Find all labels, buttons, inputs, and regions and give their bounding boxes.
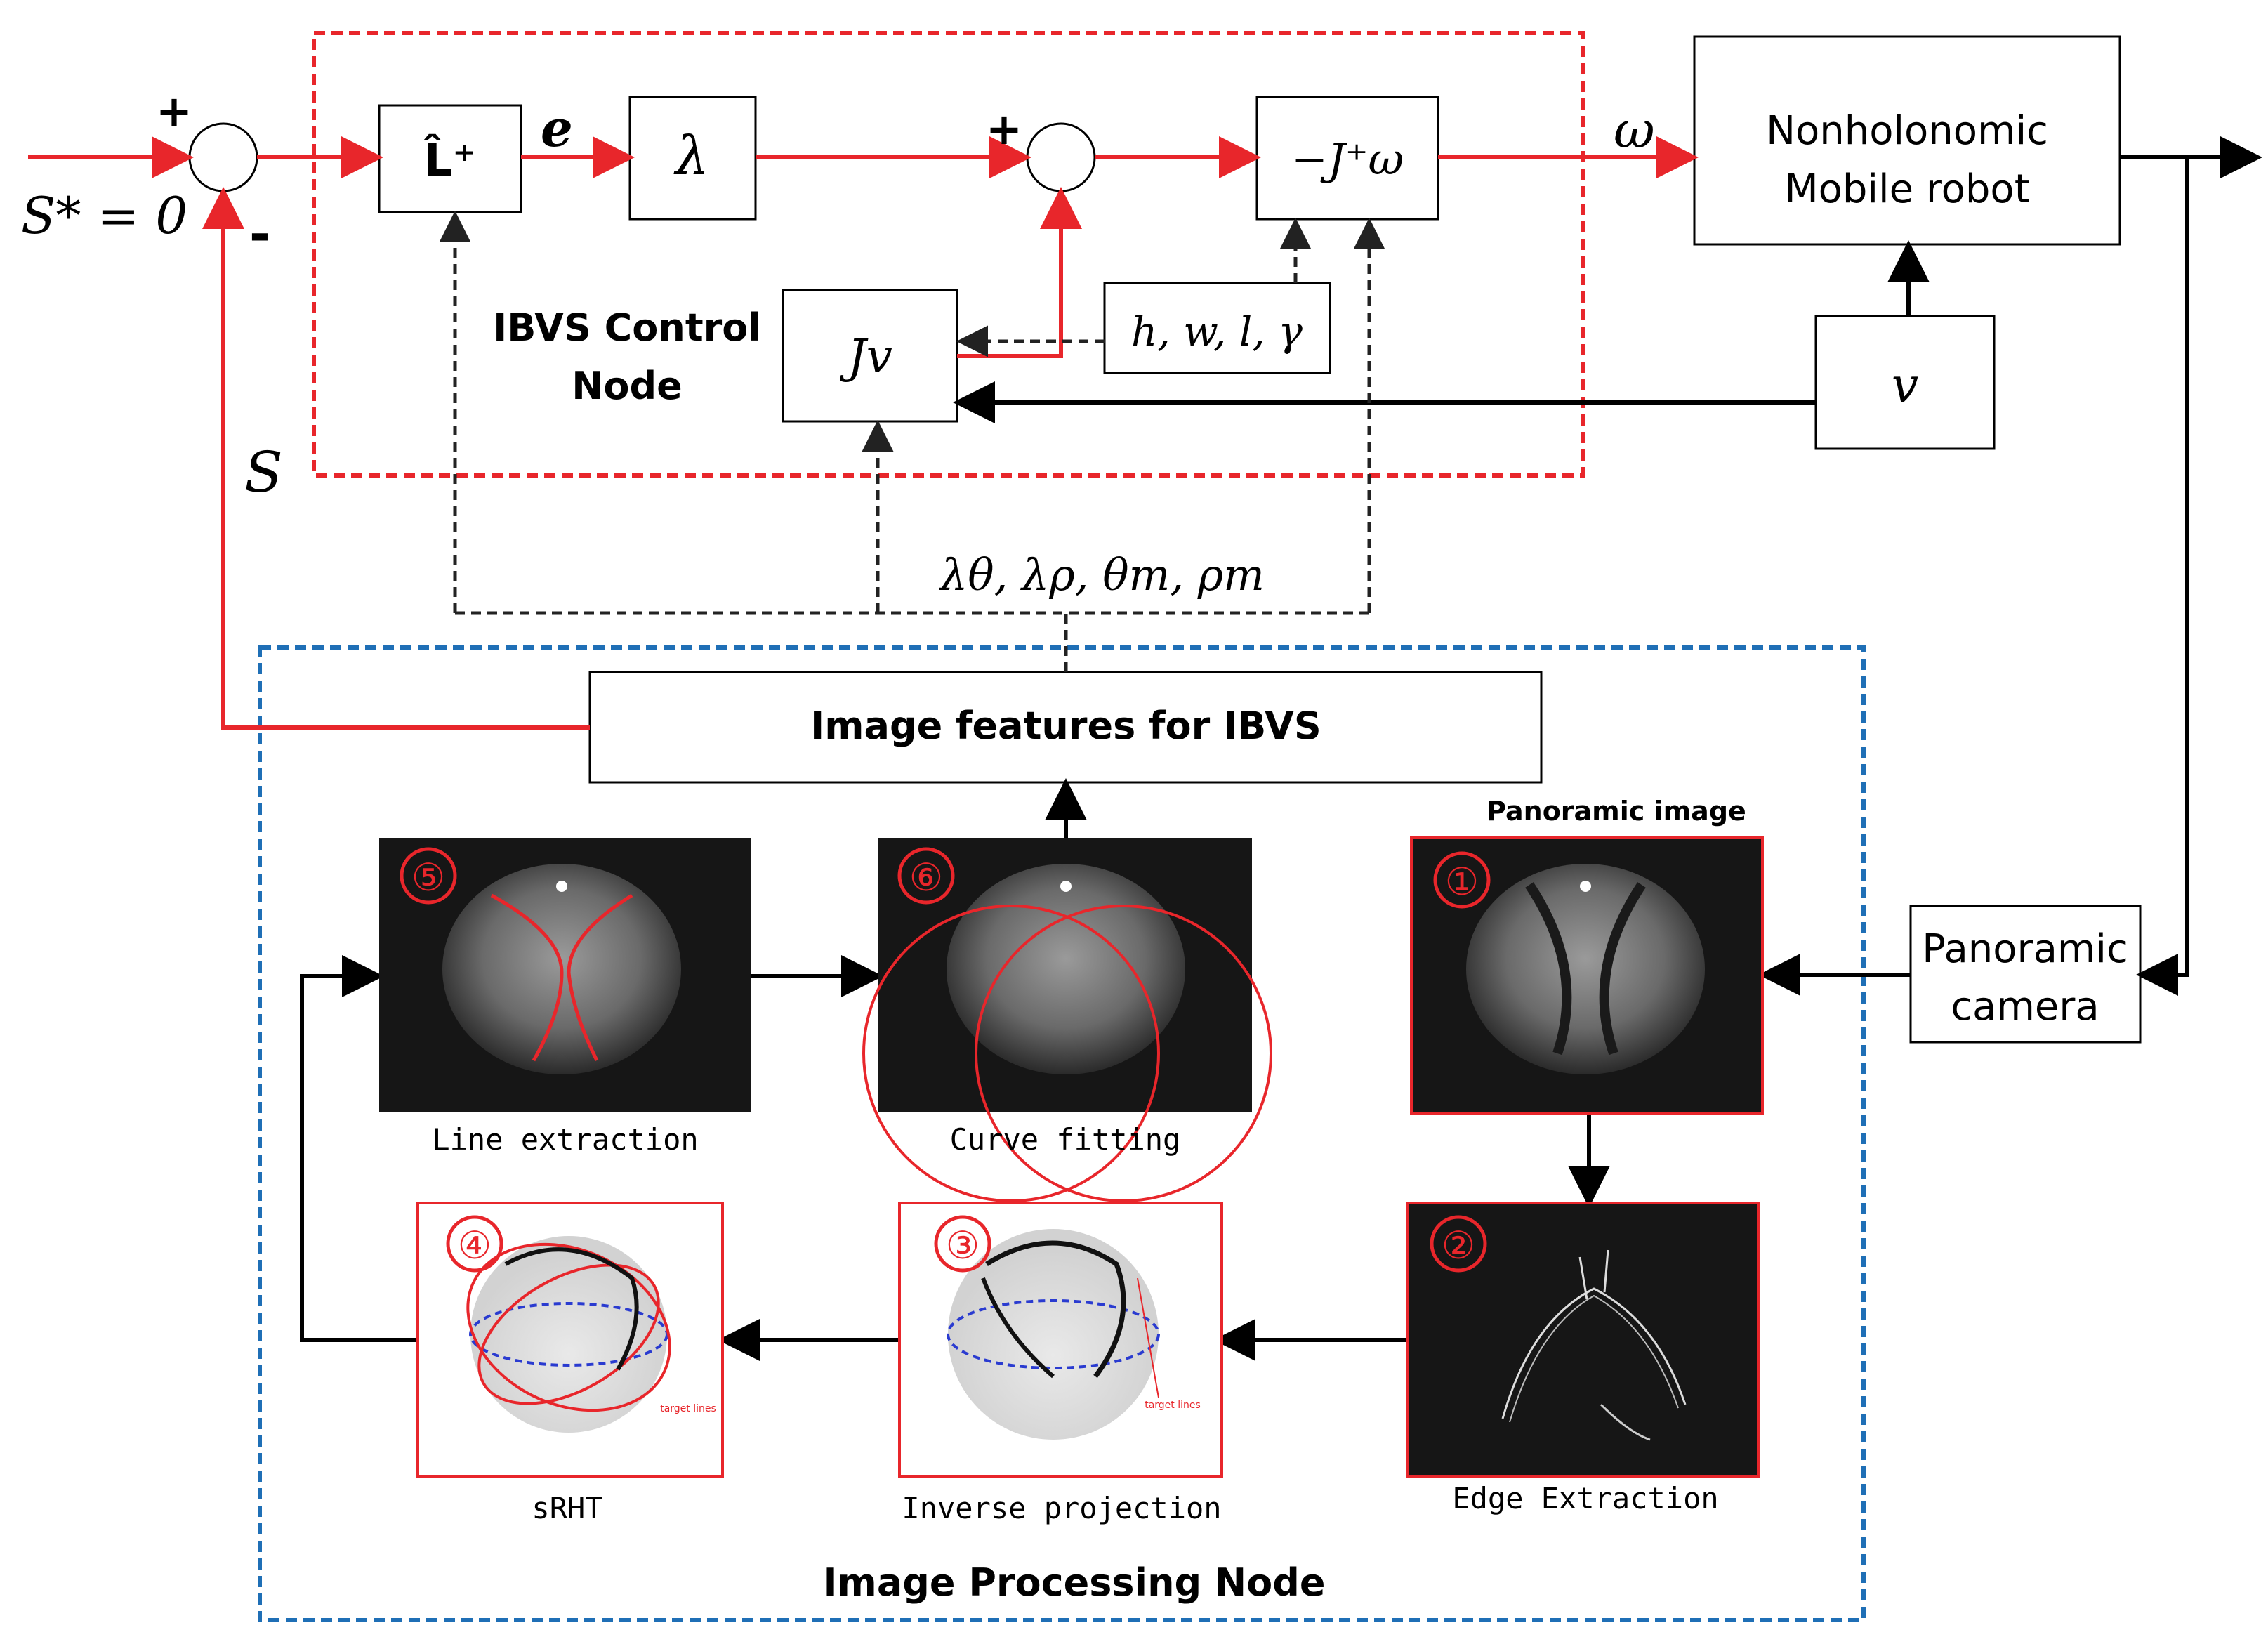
block-params bbox=[1103, 282, 1331, 374]
v-label: v bbox=[1892, 358, 1918, 414]
j-v-label: Jv bbox=[839, 329, 892, 383]
camera-label-line1: Panoramic bbox=[1922, 926, 2128, 972]
step2-caption: Edge Extraction bbox=[1452, 1481, 1718, 1516]
step4-badge-number: ④ bbox=[458, 1223, 492, 1268]
step3-target-lines-annotation: target lines bbox=[1145, 1400, 1201, 1411]
step5-line-extraction-image bbox=[379, 838, 751, 1112]
ibvs-title-line2: Node bbox=[572, 364, 683, 408]
ibvs-control-node-frame bbox=[312, 31, 1585, 478]
l-hat-plus-label: L̂⁺ bbox=[424, 133, 477, 187]
robot-label-line2: Mobile robot bbox=[1784, 166, 2029, 212]
error-e-label: e bbox=[541, 98, 573, 158]
j-omega-label: −J⁺ω bbox=[1291, 133, 1404, 185]
robot-to-camera-arrow bbox=[2136, 157, 2189, 996]
sum1-plus-sign: + bbox=[156, 86, 192, 137]
step2-badge-number: ② bbox=[1442, 1223, 1475, 1268]
panoramic-image-label: Panoramic image bbox=[1486, 796, 1746, 827]
step3-badge-number: ③ bbox=[946, 1223, 980, 1268]
jv-arrow-to-sum bbox=[957, 187, 1082, 358]
block-panoramic-camera bbox=[1909, 905, 2142, 1044]
step5-badge: ⑤ bbox=[400, 847, 457, 905]
ibvs-title-line1: IBVS Control bbox=[493, 305, 761, 350]
step1-panoramic-image bbox=[1410, 836, 1764, 1115]
step5-badge-number: ⑤ bbox=[411, 855, 445, 900]
image-features-label: Image features for IBVS bbox=[810, 704, 1321, 748]
sum2-plus-sign: + bbox=[986, 103, 1022, 155]
step2-badge: ② bbox=[1430, 1215, 1487, 1273]
camera-label-line2: camera bbox=[1951, 984, 2099, 1030]
step6-caption: Curve fitting bbox=[950, 1122, 1181, 1157]
step3-inverse-projection-plot: target lines bbox=[898, 1202, 1223, 1478]
feedback-s-arrow bbox=[202, 187, 590, 730]
step4-target-lines-annotation: target lines bbox=[660, 1403, 716, 1414]
step4-badge: ④ bbox=[446, 1215, 503, 1273]
sum1-minus-sign: - bbox=[249, 204, 270, 263]
step1-badge-number: ① bbox=[1445, 860, 1479, 904]
step3-caption: Inverse projection bbox=[902, 1491, 1221, 1525]
lambda-label: λ bbox=[673, 124, 709, 187]
sum-junction-2 bbox=[1026, 122, 1096, 192]
step4-to-step5-arrow bbox=[300, 955, 418, 1342]
image-processing-title: Image Processing Node bbox=[823, 1560, 1325, 1605]
step6-curve-fitting-image bbox=[862, 838, 1272, 1202]
reference-label: S* = 0 bbox=[21, 186, 187, 245]
block-mobile-robot bbox=[1693, 35, 2121, 246]
step6-badge-number: ⑥ bbox=[909, 855, 943, 900]
feedback-s-label: S bbox=[244, 440, 283, 505]
step1-badge: ① bbox=[1433, 851, 1491, 909]
image-processing-node-frame bbox=[258, 645, 1866, 1622]
step5-caption: Line extraction bbox=[432, 1122, 698, 1157]
sum-junction-1 bbox=[188, 122, 258, 192]
step3-badge: ③ bbox=[934, 1215, 991, 1273]
block-lambda bbox=[628, 96, 757, 221]
block-velocity bbox=[1814, 315, 1996, 450]
omega-label: ω bbox=[1614, 100, 1655, 159]
step6-badge: ⑥ bbox=[897, 847, 955, 905]
params-label: h, w, l, γ bbox=[1131, 308, 1303, 355]
step4-caption: sRHT bbox=[532, 1491, 602, 1525]
robot-label-line1: Nonholonomic bbox=[1766, 108, 2048, 154]
feature-params-label: λθ, λρ, θm, ρm bbox=[938, 549, 1265, 600]
step2-edge-image bbox=[1406, 1202, 1760, 1478]
block-image-features bbox=[588, 671, 1543, 784]
step4-srht-plot: target lines bbox=[416, 1202, 724, 1478]
